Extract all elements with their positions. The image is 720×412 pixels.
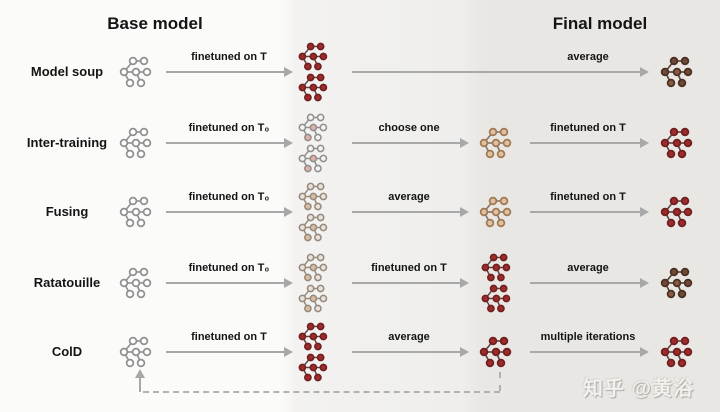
arrow-label: multiple iterations xyxy=(540,331,636,343)
arrow-label: finetuned on T₀ xyxy=(188,122,270,134)
final-model-network-icon xyxy=(658,126,704,160)
method-label: Model soup xyxy=(30,64,104,79)
arrow-label: finetuned on T xyxy=(371,262,447,274)
arrow-label: finetuned on T₀ xyxy=(188,191,270,203)
final-model-network-icon xyxy=(658,335,704,369)
arrow-label: finetuned on T xyxy=(550,191,626,203)
feedback-loop-dashed-vertical xyxy=(499,372,501,391)
arrow-icon xyxy=(352,207,469,217)
intermediate-network-icon xyxy=(294,212,340,243)
arrow-label: finetuned on T₀ xyxy=(188,262,270,274)
arrow-icon xyxy=(166,138,293,148)
final-model-network-icon xyxy=(658,266,704,300)
arrow-icon xyxy=(166,278,293,288)
averaged-model-network-icon xyxy=(477,335,523,369)
base-model-network-icon xyxy=(117,195,163,229)
finetuned-models-stack xyxy=(294,181,340,243)
arrow-label: finetuned on T xyxy=(191,51,267,63)
base-model-network-icon xyxy=(117,335,163,369)
finetuned-models-stack xyxy=(294,112,340,174)
arrow-icon xyxy=(352,347,469,357)
finetuned-models-stack xyxy=(477,252,523,314)
intermediate-network-icon xyxy=(294,181,340,212)
arrow-icon xyxy=(166,67,293,77)
base-model-network-icon xyxy=(117,55,163,89)
arrow-icon xyxy=(352,138,469,148)
method-label: Inter-training xyxy=(26,135,108,150)
arrow-label: average xyxy=(388,191,430,203)
intermediate-network-icon xyxy=(294,143,340,174)
column-header-final-model: Final model xyxy=(552,14,648,33)
averaged-model-network-icon xyxy=(477,195,523,229)
intermediate-network-icon xyxy=(294,112,340,143)
final-model-network-icon xyxy=(658,195,704,229)
finetuned-models-stack xyxy=(294,252,340,314)
feedback-loop-dashed-horizontal xyxy=(143,391,500,393)
finetuned-models-stack xyxy=(294,41,340,103)
arrow-label: choose one xyxy=(378,122,440,134)
arrow-icon xyxy=(530,278,649,288)
arrow-icon xyxy=(166,207,293,217)
method-label: Ratatouille xyxy=(33,275,101,290)
final-model-network-icon xyxy=(658,55,704,89)
feedback-loop-up-arrow-icon xyxy=(135,369,145,392)
arrow-icon xyxy=(166,347,293,357)
intermediate-network-icon xyxy=(294,283,340,314)
arrow-label: average xyxy=(567,262,609,274)
finetuned-network-icon xyxy=(477,252,523,283)
chosen-model-network-icon xyxy=(477,126,523,160)
base-model-network-icon xyxy=(117,266,163,300)
arrow-icon xyxy=(530,207,649,217)
arrow-label: average xyxy=(567,51,609,63)
arrow-icon xyxy=(352,278,469,288)
column-header-base-model: Base model xyxy=(107,14,203,33)
arrow-icon xyxy=(530,138,649,148)
finetuned-models-stack xyxy=(294,321,340,383)
finetuned-network-icon xyxy=(294,321,340,352)
finetuned-network-icon xyxy=(477,283,523,314)
arrow-label: finetuned on T xyxy=(550,122,626,134)
arrow-icon xyxy=(352,67,649,77)
method-label: ColD xyxy=(51,344,83,359)
arrow-icon xyxy=(530,347,649,357)
finetuned-network-icon xyxy=(294,72,340,103)
watermark: 知乎 @黄浴 xyxy=(583,378,695,400)
finetuned-network-icon xyxy=(294,352,340,383)
method-label: Fusing xyxy=(45,204,89,219)
finetuned-network-icon xyxy=(294,41,340,72)
arrow-label: finetuned on T xyxy=(191,331,267,343)
base-model-network-icon xyxy=(117,126,163,160)
arrow-label: average xyxy=(388,331,430,343)
intermediate-network-icon xyxy=(294,252,340,283)
